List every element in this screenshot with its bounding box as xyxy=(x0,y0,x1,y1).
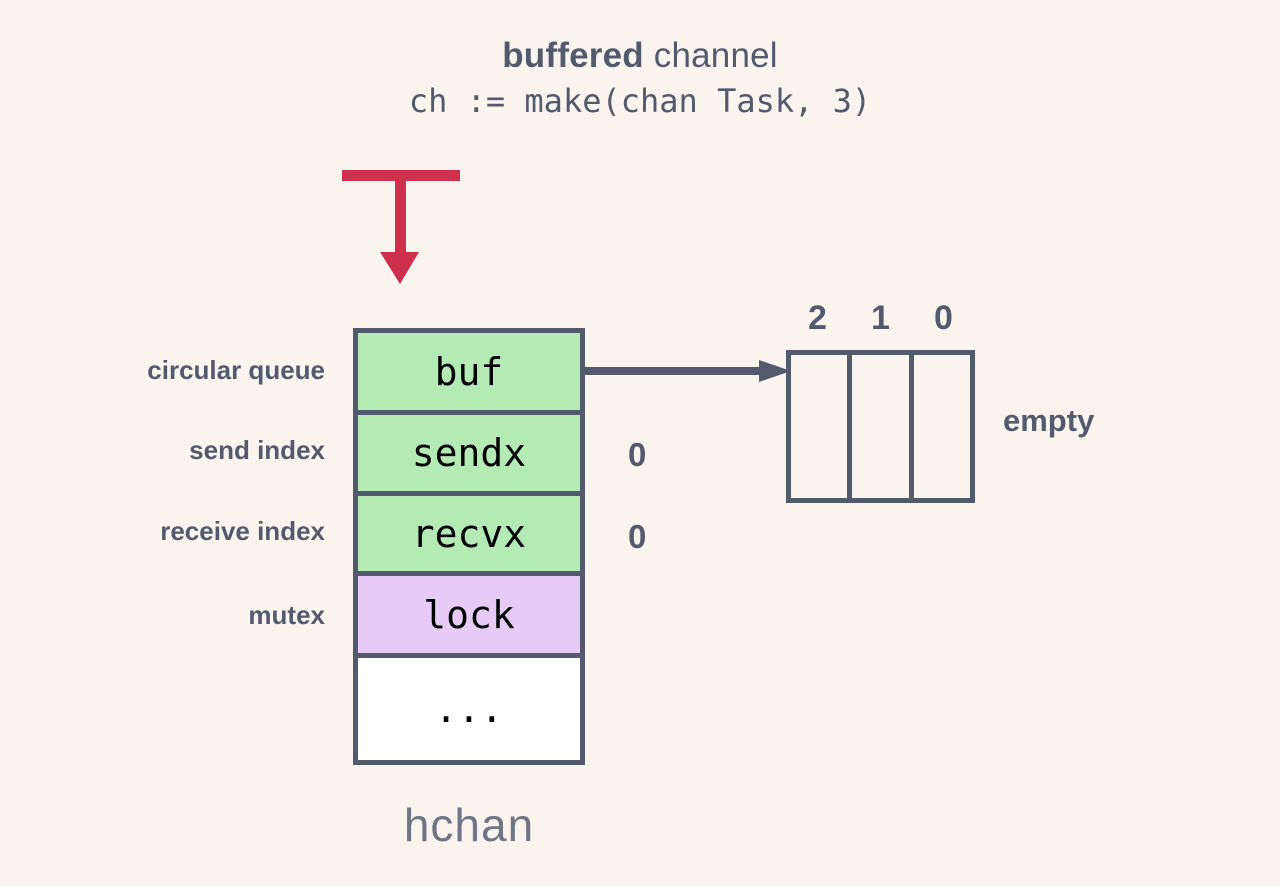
buffer-status-label: empty xyxy=(1003,403,1095,438)
label-receive-index: receive index xyxy=(160,516,325,546)
hchan-row-buf: buf xyxy=(358,333,580,415)
hchan-row-sendx: sendx xyxy=(358,415,580,496)
page-title: buffered channel xyxy=(0,36,1280,75)
buffer-index-2: 2 xyxy=(808,299,827,337)
code-snippet: ch := make(chan Task, 3) xyxy=(408,81,872,120)
circular-buffer-array xyxy=(786,350,975,503)
buffer-index-0: 0 xyxy=(934,299,953,337)
buffer-cell-1 xyxy=(852,355,914,498)
hchan-row-recvx: recvx xyxy=(358,496,580,576)
value-sendx: 0 xyxy=(628,436,647,473)
hchan-struct-box: buf sendx recvx lock ... xyxy=(353,328,585,765)
title-emphasis: buffered xyxy=(502,36,644,75)
buffer-cell-0 xyxy=(914,355,970,498)
buffer-index-1: 1 xyxy=(871,299,890,337)
buf-to-buffer-arrow xyxy=(583,360,791,382)
diagram-title-block: buffered channel ch := make(chan Task, 3… xyxy=(0,36,1280,120)
title-rest: channel xyxy=(643,36,778,75)
label-send-index: send index xyxy=(189,435,325,465)
red-pointer-arrow xyxy=(342,170,460,284)
hchan-caption: hchan xyxy=(403,799,535,851)
buffer-cell-2 xyxy=(791,355,853,498)
hchan-row-ellipsis: ... xyxy=(358,658,580,760)
hchan-row-lock: lock xyxy=(358,576,580,658)
value-recvx: 0 xyxy=(628,518,647,555)
buffer-index-row: 2 1 0 xyxy=(786,296,975,340)
label-mutex: mutex xyxy=(248,600,325,630)
label-circular-queue: circular queue xyxy=(147,355,325,385)
